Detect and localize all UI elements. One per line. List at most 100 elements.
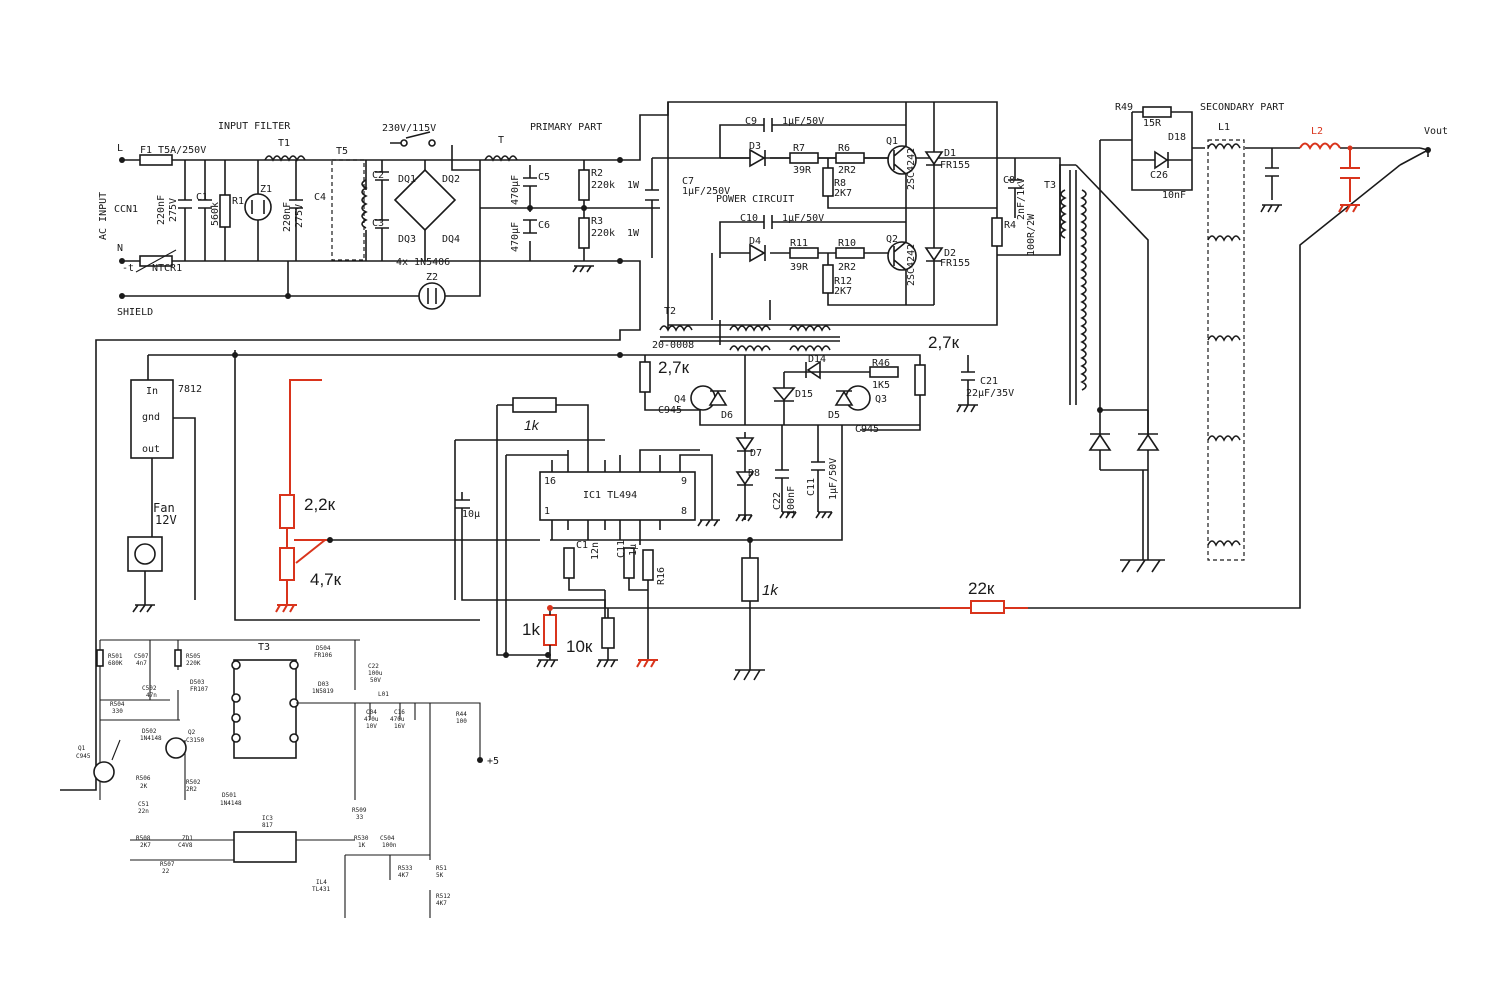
cap-c1 (563, 547, 575, 579)
r-1k-mid-label: 1k (762, 582, 779, 599)
resistor-r49 (1142, 106, 1172, 118)
standby-section: R501 680K C507 4n7 R505 220K D503 FR107 … (76, 639, 499, 918)
switch-contact-b (428, 139, 436, 147)
d2-part: FR155 (940, 258, 970, 269)
vout-label: Vout (1424, 126, 1448, 137)
fuse-f1 (139, 154, 173, 166)
d6-label: D6 (721, 410, 733, 421)
sb-plus5: +5 (487, 756, 499, 767)
q1-part: 2SC4242 (906, 148, 917, 190)
choke-l2 (1299, 142, 1341, 151)
c5-label: C5 (538, 172, 550, 183)
resistor-r10 (835, 247, 865, 259)
d8-label: D8 (748, 468, 760, 479)
diode-d4 (749, 243, 766, 263)
input-section: AC INPUT L N CCN1 SHIELD F1 T5A/250V NTC… (98, 121, 620, 318)
resistor-r1 (219, 194, 231, 228)
ac-input-label: AC INPUT (98, 192, 109, 240)
resistor-r2 (578, 169, 590, 201)
ic1-pin1: 1 (544, 506, 550, 517)
sb-q2-label: Q2 (188, 729, 196, 736)
sb-c22-v: 50V (370, 677, 381, 684)
ic1-pin9: 9 (681, 476, 687, 487)
sb-c16-val: 470u (390, 716, 405, 723)
sb-r512-label: R512 (436, 893, 451, 900)
bridge-rectifier (393, 168, 457, 232)
sb-c22-label: C22 (368, 663, 379, 670)
t3-label: T3 (1044, 180, 1056, 191)
r-22k-label: 22к (968, 579, 995, 598)
sb-q2 (165, 737, 187, 759)
r4-label: R4 (1004, 220, 1016, 231)
sb-r505 (174, 649, 182, 667)
r10-label: R10 (838, 238, 856, 249)
diode-d14 (805, 360, 821, 380)
z1-label: Z1 (260, 184, 272, 195)
q2-label: Q2 (886, 234, 898, 245)
ntc-label: NTCR1 (152, 263, 182, 274)
c26-val: 10nF (1162, 190, 1186, 201)
sb-r502-label: R502 (186, 779, 201, 786)
cap-220nf-a: 220nF (156, 195, 167, 225)
c6-label: C6 (538, 220, 550, 231)
c-10u-label: 10µ (462, 509, 480, 520)
sb-c22-val: 100u (368, 670, 383, 677)
r46-label: R46 (872, 358, 890, 369)
c22-val: 100nF (786, 486, 797, 516)
q4-label: Q4 (674, 394, 686, 405)
diode-d15 (772, 387, 796, 402)
q3-label: Q3 (875, 394, 887, 405)
switch-contact-a (400, 139, 408, 147)
r-2k2-label: 2,2к (304, 495, 336, 514)
q1-label: Q1 (886, 136, 898, 147)
r12-label: R12 (834, 276, 852, 287)
c9-label: C9 (745, 116, 757, 127)
r3-val: 220k (591, 228, 615, 239)
sb-q1 (93, 761, 115, 783)
sb-t3 (233, 659, 297, 759)
c1-val: 12n (590, 542, 601, 560)
r12-val: 2K7 (834, 286, 852, 297)
neutral-label: N (117, 243, 123, 254)
r6-label: R6 (838, 143, 850, 154)
sb-r509-val: 33 (356, 814, 364, 821)
sb-c504-label: C504 (380, 835, 395, 842)
fan-label: Fan (153, 501, 175, 515)
c8-label: C8 (1003, 175, 1015, 186)
resistor-22k (970, 600, 1005, 614)
sb-c51-val: 22n (138, 808, 149, 815)
z2-label: Z2 (426, 272, 438, 283)
sb-zd1-val: C4V8 (178, 842, 193, 849)
sb-c502-val: 47n (146, 692, 157, 699)
d5-label: D5 (828, 410, 840, 421)
t2-part: 20-0008 (652, 340, 694, 351)
d3-label: D3 (749, 141, 761, 152)
sb-r505-label: R505 (186, 653, 201, 660)
sb-c04-v: 10V (366, 723, 377, 730)
sb-c502-label: C502 (142, 685, 157, 692)
r46-val: 1K5 (872, 380, 890, 391)
r1-label: R1 (232, 196, 244, 207)
sb-r530-val: 1K (358, 842, 366, 849)
q2-part: 2SC4242 (906, 244, 917, 286)
r7-val: 39R (793, 165, 812, 176)
sb-il4-val: TL431 (312, 886, 330, 893)
transistor-q2 (887, 241, 917, 271)
r6-val: 2R2 (838, 165, 856, 176)
sb-c51-label: C51 (138, 801, 149, 808)
c21-val: 22µF/35V (966, 388, 1014, 399)
r1-val: 560k (210, 202, 221, 226)
sb-r51-val: 5K (436, 872, 444, 879)
r3-power: 1W (627, 228, 640, 239)
fan-volt: 12V (155, 513, 177, 527)
resistor-r4 (991, 217, 1003, 247)
sb-r504-label: R504 (110, 701, 125, 708)
r7-label: R7 (793, 143, 805, 154)
dq1-label: DQ1 (398, 174, 416, 185)
t1-label: T1 (278, 138, 290, 149)
l2-label: L2 (1311, 126, 1323, 137)
dq4-label: DQ4 (442, 234, 460, 245)
sb-r512-val: 4K7 (436, 900, 447, 907)
c10-label: C10 (740, 213, 758, 224)
